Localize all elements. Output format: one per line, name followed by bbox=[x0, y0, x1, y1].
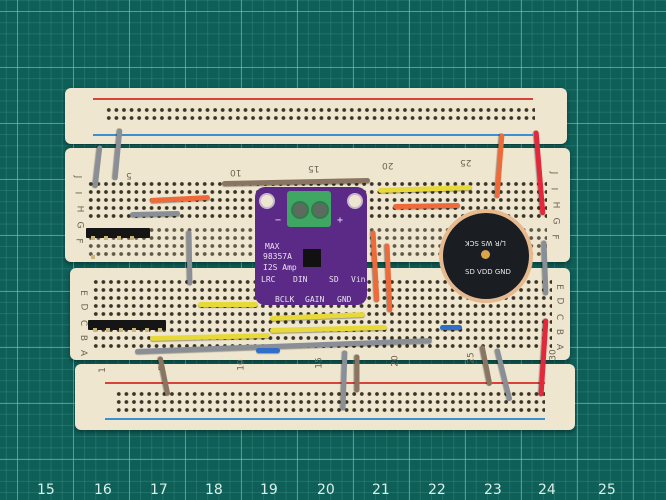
max98357a-amp-board: − + MAX 98357A I2S Amp LRC DIN SD Vin BC… bbox=[255, 187, 367, 305]
column-number: 5 bbox=[126, 170, 132, 180]
jumper-wire bbox=[392, 202, 461, 209]
chip-name-label: MAX bbox=[265, 242, 280, 251]
mic-top-labels: L/R WS SCK bbox=[465, 239, 506, 247]
row-letter: F bbox=[73, 238, 84, 244]
row-letter: B bbox=[554, 328, 565, 336]
row-letter: F bbox=[549, 234, 560, 240]
row-letter: C bbox=[554, 313, 565, 321]
pin-header-bottom bbox=[88, 320, 166, 332]
ruler-number: 18 bbox=[205, 482, 223, 498]
ruler-number: 21 bbox=[372, 482, 390, 498]
plus-label: + bbox=[337, 215, 344, 226]
ruler-number: 24 bbox=[538, 482, 556, 498]
row-letter: J bbox=[548, 171, 559, 175]
ic-chip bbox=[303, 249, 321, 267]
chip-model-label: 98357A bbox=[263, 252, 292, 261]
mic-bottom-labels: SD VDD GND bbox=[465, 268, 511, 276]
power-rail-top bbox=[65, 88, 567, 144]
pin-label-gain: GAIN bbox=[305, 295, 325, 304]
row-letter: A bbox=[78, 349, 89, 357]
column-number: 20 bbox=[382, 160, 394, 170]
column-number: 10 bbox=[230, 167, 242, 177]
jumper-wire bbox=[186, 229, 193, 286]
row-letter: J bbox=[72, 175, 83, 179]
row-letter: B bbox=[78, 334, 89, 342]
inmp441-microphone: L/R WS SCK SD VDD GND bbox=[439, 209, 533, 303]
jumper-wire bbox=[354, 354, 360, 392]
row-letter: H bbox=[74, 205, 85, 213]
mic-port bbox=[481, 250, 490, 259]
jumper-wire bbox=[198, 301, 258, 307]
row-letter: G bbox=[550, 217, 561, 225]
row-letter: I bbox=[548, 187, 559, 191]
column-number: 15 bbox=[314, 357, 325, 369]
pin-label-din: DIN bbox=[293, 275, 308, 284]
power-rail-bottom bbox=[75, 364, 575, 430]
pin-label-vin: Vin bbox=[351, 275, 366, 284]
column-number: 1 bbox=[97, 367, 108, 373]
row-letter: E bbox=[77, 290, 88, 296]
screw-icon bbox=[311, 201, 329, 219]
ruler-number: 19 bbox=[260, 482, 278, 498]
row-letter: C bbox=[78, 319, 89, 327]
column-number: 30 bbox=[548, 349, 559, 361]
column-number: 10 bbox=[236, 359, 247, 371]
pin-label-lrc: LRC bbox=[261, 275, 276, 284]
ruler-number: 22 bbox=[428, 482, 446, 498]
column-number: 15 bbox=[308, 163, 320, 173]
chip-type-label: I2S Amp bbox=[263, 263, 297, 272]
pin-label-sd: SD bbox=[329, 275, 339, 284]
row-letter: G bbox=[74, 221, 85, 229]
row-letter: A bbox=[554, 343, 565, 351]
column-number: 25 bbox=[460, 157, 472, 167]
pin-header-top bbox=[86, 228, 150, 259]
minus-label: − bbox=[275, 215, 282, 226]
jumper-wire bbox=[440, 324, 462, 330]
jumper-wire bbox=[129, 210, 181, 217]
screw-terminal bbox=[287, 191, 331, 227]
row-letter: I bbox=[72, 191, 83, 195]
ruler-number: 20 bbox=[317, 482, 335, 498]
ruler-number: 25 bbox=[598, 482, 616, 498]
jumper-wire bbox=[256, 347, 280, 353]
ruler-number: 17 bbox=[150, 482, 168, 498]
ruler-number: 16 bbox=[94, 482, 112, 498]
row-letter: E bbox=[553, 284, 564, 290]
column-number: 20 bbox=[390, 355, 401, 367]
row-letter: H bbox=[550, 201, 561, 209]
mount-hole bbox=[259, 193, 275, 209]
pin-label-gnd: GND bbox=[337, 295, 352, 304]
mount-hole bbox=[347, 193, 363, 209]
row-letter: D bbox=[78, 303, 89, 311]
pin-label-bclk: BCLK bbox=[275, 295, 295, 304]
screw-icon bbox=[291, 201, 309, 219]
ruler-number: 23 bbox=[484, 482, 502, 498]
column-number: 25 bbox=[466, 352, 477, 364]
row-letter: D bbox=[554, 297, 565, 305]
ruler-number: 15 bbox=[37, 482, 55, 498]
